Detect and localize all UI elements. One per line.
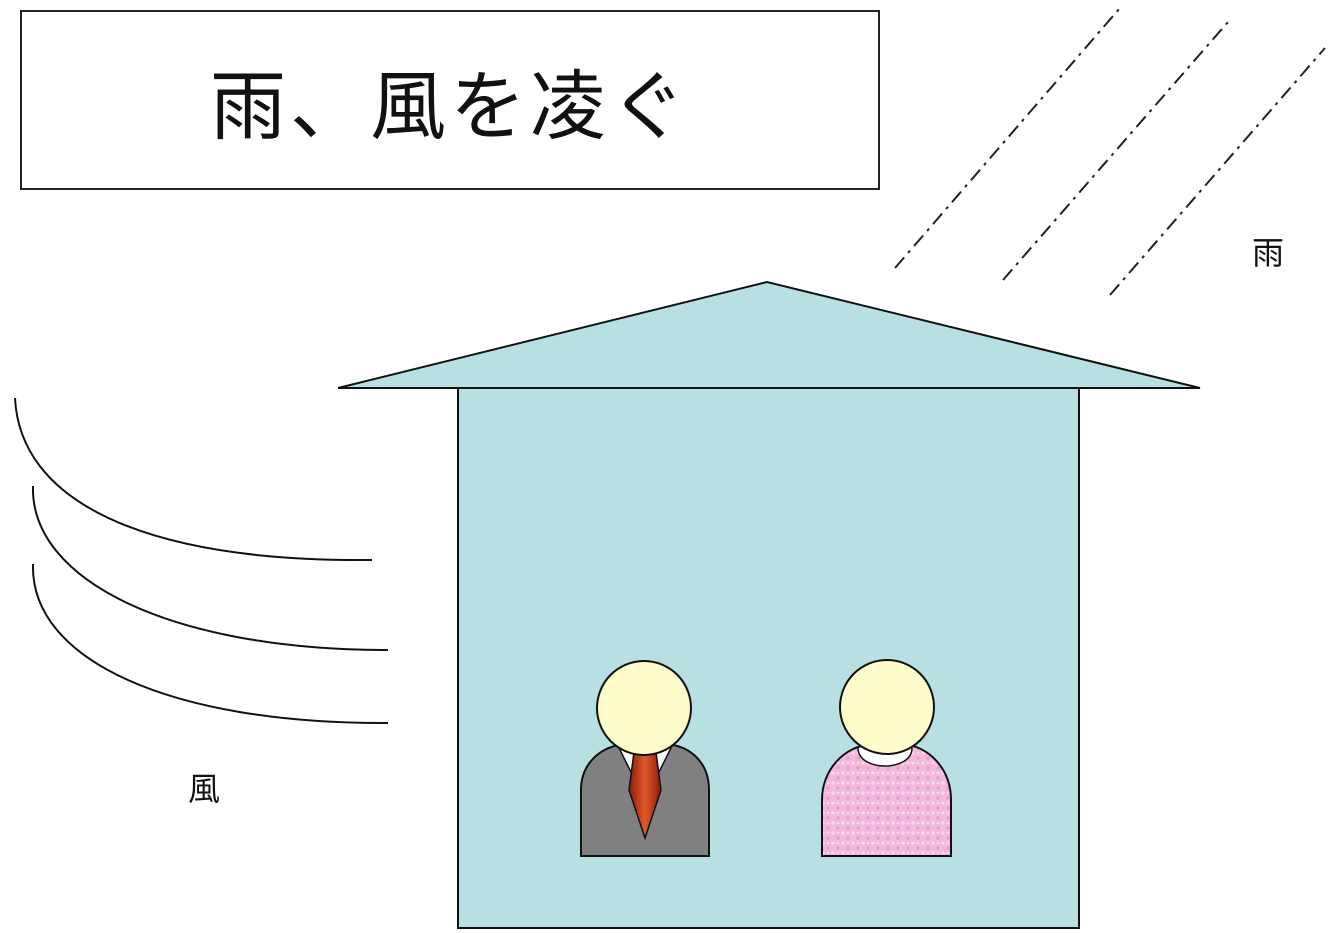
rain-line — [1002, 21, 1229, 281]
man-figure — [580, 660, 710, 857]
house-wall — [457, 387, 1080, 929]
wind-line — [14, 397, 373, 562]
house-roof — [337, 280, 1201, 389]
house — [337, 280, 1201, 929]
woman-head — [839, 659, 935, 755]
wind-lines — [14, 397, 389, 725]
rain-label: 雨 — [1252, 234, 1285, 272]
rain-line — [894, 7, 1121, 269]
wind-label: 風 — [188, 770, 221, 808]
rain-line — [1109, 47, 1326, 296]
wind-line — [31, 563, 389, 725]
wind-line — [31, 485, 389, 651]
rain-lines — [894, 7, 1326, 296]
woman-figure — [821, 659, 952, 857]
title-box: 雨、風を凌ぐ — [20, 10, 880, 190]
diagram-title: 雨、風を凌ぐ — [210, 62, 690, 151]
man-head — [596, 660, 692, 756]
